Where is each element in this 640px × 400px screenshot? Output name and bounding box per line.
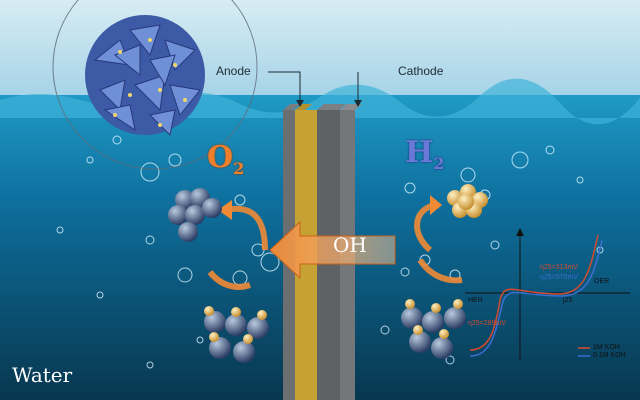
her-overpotential-1m: η25=289mV <box>468 320 506 327</box>
1m-koh-curve <box>469 234 599 351</box>
anode-pointer <box>268 71 301 104</box>
current-density-label: j25 <box>563 297 573 304</box>
0.1m-koh-curve <box>469 239 603 357</box>
oxygen-label: O2 <box>207 140 245 178</box>
oer-label: OER <box>594 278 610 285</box>
water-molecules-left <box>204 306 269 363</box>
cathode-label: Cathode <box>398 64 444 78</box>
legend-0.1m-koh: 0.1M KOH <box>593 352 626 359</box>
anode-label: Anode <box>216 64 251 78</box>
oer-overpotential-1m: η25=313mV <box>540 264 578 271</box>
water-label: Water <box>12 363 73 387</box>
hydrogen-molecules <box>447 184 488 218</box>
legend-1m-koh: 1M KOH <box>593 344 620 351</box>
polarization-plot <box>465 228 630 360</box>
hydrogen-label: H2 <box>405 135 445 173</box>
water-molecules-right <box>401 299 466 359</box>
hydrogen-evolution-arrow <box>414 202 436 253</box>
bubbles <box>56 135 604 369</box>
her-label: HER <box>468 297 483 304</box>
nanoflower-cluster <box>85 15 205 137</box>
oxygen-molecules <box>168 188 222 242</box>
oer-overpotential-0.1m: η25=570mV <box>540 274 578 281</box>
hydroxide-arrow <box>269 220 396 280</box>
hydroxide-label: OH <box>333 233 367 257</box>
magnified-view-outline <box>52 0 258 170</box>
